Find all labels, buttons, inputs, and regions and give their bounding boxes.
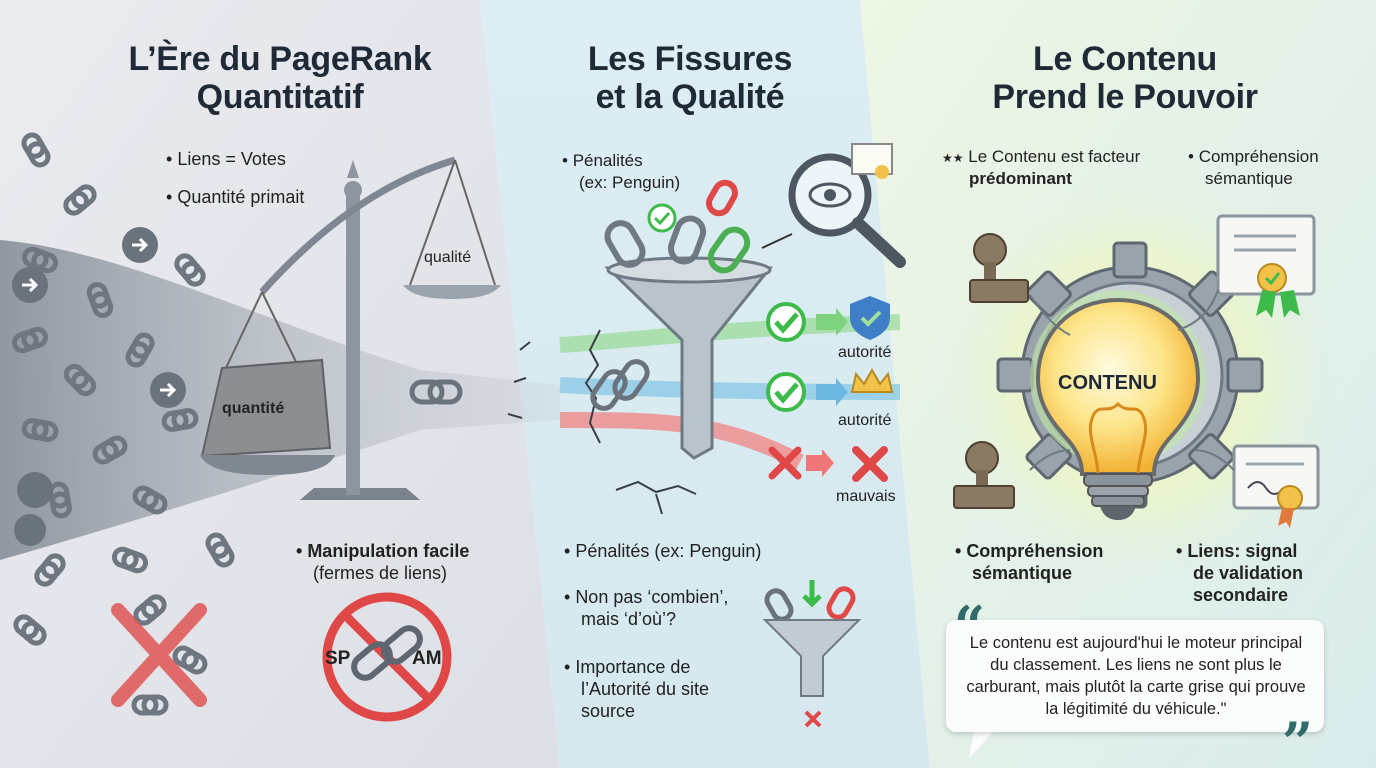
panel2-bullet-3-line3: source — [581, 701, 636, 721]
panel1-title-line1: L’Ère du PageRank — [128, 40, 432, 78]
red-cross-icon — [111, 603, 207, 707]
no-spam-icon — [322, 592, 452, 722]
small-funnel-icon — [762, 580, 862, 728]
certificate-icon-2 — [1232, 444, 1320, 528]
panel2-bullet-3: • Importance de — [564, 657, 691, 677]
panel2-top-bullet: • Pénalités — [562, 151, 643, 170]
quote-close-mark: ” — [1282, 710, 1314, 774]
bulb-label: CONTENU — [1058, 372, 1157, 394]
panel3-title: Le Contenu Prend le Pouvoir — [950, 40, 1300, 116]
panel2-bullet-2: • Non pas ‘combien’, — [564, 587, 729, 607]
quote-box — [946, 620, 1324, 732]
magnifier-eye-icon — [788, 143, 906, 268]
panel3-bottom-left-line2: sémantique — [972, 563, 1073, 583]
crown-icon — [850, 367, 894, 393]
certificate-icon — [1216, 214, 1316, 318]
panel2-bullet-2-line2: mais ‘d’où’? — [581, 609, 677, 629]
panel2-top-bullet-sub: (ex: Penguin) — [579, 173, 681, 192]
spam-text-right: AM — [412, 648, 442, 669]
panel3-top-left-line2: prédominant — [969, 169, 1072, 188]
stamp-icon-2 — [953, 441, 1015, 509]
panel1-title: L’Ère du PageRank Quantitatif — [90, 40, 470, 116]
panel3-bottom-left: • Compréhension — [955, 541, 1104, 561]
panel2-bullet-3-line2: l’Autorité du site — [581, 679, 710, 699]
star-icons: ★★ — [942, 151, 964, 165]
quote-open-mark: “ — [954, 594, 986, 658]
stamp-icon — [969, 233, 1029, 303]
flow-label-bad: mauvais — [836, 488, 896, 505]
scale-label-quality: qualité — [424, 249, 472, 266]
panel2-title: Les Fissures et la Qualité — [540, 40, 840, 116]
panel3-bottom-right: • Liens: signal — [1176, 541, 1298, 561]
panel3-top-right-line2: sémantique — [1205, 169, 1293, 188]
balance-scale-illustration — [200, 156, 501, 500]
lightbulb-icon — [1030, 290, 1206, 520]
panel2-bullet-1: • Pénalités (ex: Penguin) — [564, 541, 762, 561]
panel3-title-line2: Prend le Pouvoir — [992, 78, 1258, 116]
spam-text-left: SP — [325, 648, 351, 669]
panel2-title-line1: Les Fissures — [587, 40, 793, 78]
panel2-title-line2: et la Qualité — [595, 78, 785, 116]
shield-check-icon — [850, 296, 890, 340]
flow-label-authority-1: autorité — [838, 344, 892, 361]
panel3-title-line1: Le Contenu — [1033, 40, 1217, 78]
panel1-bottom-bullet-sub: (fermes de liens) — [313, 563, 448, 583]
flow-label-authority-2: autorité — [838, 412, 892, 429]
panel1-bullet-2: • Quantité primait — [166, 187, 305, 207]
panel3-top-right: • Compréhension — [1188, 147, 1319, 166]
panel1-title-line2: Quantitatif — [196, 78, 364, 116]
panel3-bottom-right-line2: de validation — [1193, 563, 1304, 583]
panel3-bottom-right-line3: secondaire — [1193, 585, 1289, 605]
panel1-bullet-1: • Liens = Votes — [166, 149, 286, 169]
panel3-top-left: ★★ Le Contenu est facteur — [942, 147, 1141, 166]
quote-text: Le contenu est aujourd'hui le moteur pri… — [966, 634, 1306, 718]
scale-label-quantity: quantité — [222, 400, 285, 417]
panel1-bottom-bullet: • Manipulation facile — [296, 541, 470, 561]
